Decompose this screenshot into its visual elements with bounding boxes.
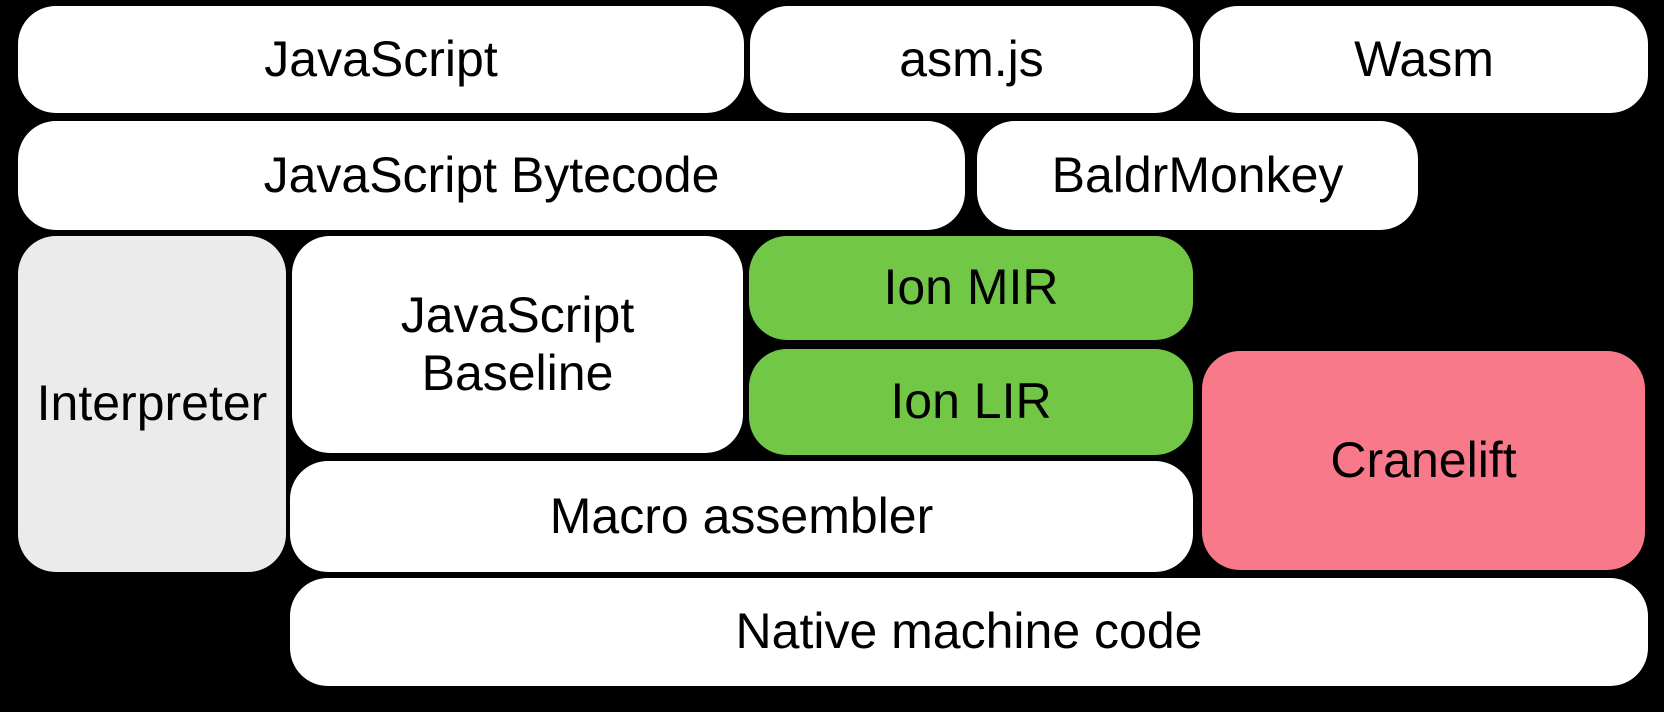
box-interpreter-label: Interpreter xyxy=(36,375,268,432)
box-macro-assembler-label: Macro assembler xyxy=(549,487,934,544)
box-baldrmonkey-label: BaldrMonkey xyxy=(1051,146,1344,203)
box-javascript-label: JavaScript xyxy=(264,30,498,87)
box-cranelift: Cranelift xyxy=(1202,351,1645,570)
box-javascript-bytecode-label: JavaScript Bytecode xyxy=(263,146,720,203)
box-asmjs: asm.js xyxy=(750,6,1193,113)
box-ion-lir: Ion LIR xyxy=(749,349,1193,455)
box-macro-assembler: Macro assembler xyxy=(290,461,1193,572)
box-javascript: JavaScript xyxy=(18,6,744,113)
box-ion-mir-label: Ion MIR xyxy=(883,259,1059,316)
box-baldrmonkey: BaldrMonkey xyxy=(977,121,1418,230)
box-native-machine-code: Native machine code xyxy=(290,578,1648,686)
box-javascript-baseline: JavaScript Baseline xyxy=(292,236,743,453)
box-asmjs-label: asm.js xyxy=(899,30,1044,87)
box-interpreter: Interpreter xyxy=(18,236,286,572)
box-javascript-baseline-label-line1: JavaScript xyxy=(400,287,635,343)
box-wasm-label: Wasm xyxy=(1354,30,1494,87)
box-javascript-baseline-label-line2: Baseline xyxy=(421,344,614,401)
box-native-machine-code-label: Native machine code xyxy=(735,603,1203,660)
box-cranelift-label: Cranelift xyxy=(1330,431,1517,488)
box-ion-mir: Ion MIR xyxy=(749,236,1193,340)
box-wasm: Wasm xyxy=(1200,6,1648,113)
box-javascript-bytecode: JavaScript Bytecode xyxy=(18,121,965,230)
box-ion-lir-label: Ion LIR xyxy=(890,373,1052,430)
